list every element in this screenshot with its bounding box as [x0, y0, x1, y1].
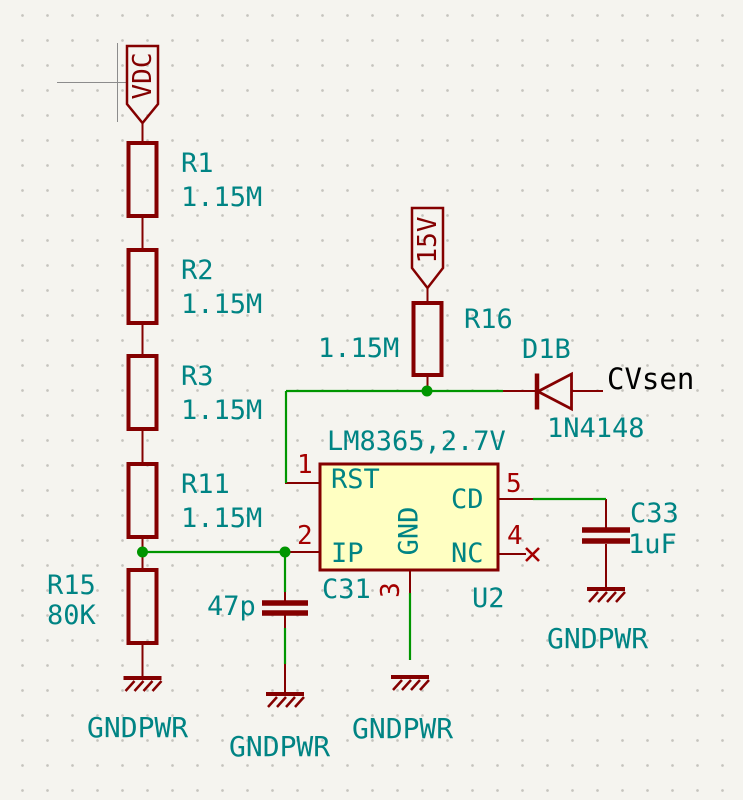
d1b-reference: D1B — [522, 334, 571, 365]
ic-u2-symbol[interactable] — [318, 462, 500, 572]
wires[interactable] — [142, 389, 607, 664]
pin-number-3: 3 — [376, 582, 406, 598]
r1-reference: R1 — [181, 148, 214, 179]
pin-name-gnd: GND — [393, 506, 425, 556]
c31-reference: C31 — [322, 574, 371, 605]
pin-number-2: 2 — [297, 521, 313, 551]
r16-value: 1.15M — [318, 333, 400, 364]
r3-reference: R3 — [181, 361, 214, 392]
ground-symbol-c33[interactable] — [587, 587, 626, 603]
ground-symbol-pin3[interactable] — [391, 675, 430, 691]
power-flag-vdc-label: VDC — [128, 52, 158, 100]
power-flag-vdc-symbol[interactable] — [125, 44, 160, 143]
u2-value: LM8365,2.7V — [327, 426, 506, 457]
r15-reference: R15 — [47, 570, 96, 601]
r16-reference: R16 — [464, 304, 513, 335]
d1b-value: 1N4148 — [547, 413, 645, 444]
pin-number-5: 5 — [506, 469, 522, 499]
resistor-r3-symbol[interactable] — [126, 354, 159, 431]
u2-reference: U2 — [472, 583, 505, 614]
c33-reference: C33 — [630, 498, 679, 529]
ground-label-c33: GNDPWR — [547, 622, 649, 655]
ground-label-pin3: GNDPWR — [352, 712, 454, 745]
r2-reference: R2 — [181, 255, 214, 286]
power-flag-15v-symbol[interactable] — [410, 206, 445, 303]
net-label-cvsen[interactable]: CVsen — [607, 362, 695, 396]
ground-symbol-c31[interactable] — [266, 692, 305, 708]
ground-label-c31: GNDPWR — [229, 730, 331, 763]
r11-reference: R11 — [181, 469, 230, 500]
diode-d1b-symbol[interactable] — [534, 371, 573, 412]
capacitor-c33-symbol[interactable] — [582, 527, 630, 544]
pin-number-4: 4 — [507, 521, 523, 551]
c33-value: 1uF — [628, 529, 677, 560]
pin-name-ip: IP — [331, 538, 364, 569]
pin-name-nc: NC — [451, 538, 484, 569]
resistor-r16-symbol[interactable] — [411, 301, 444, 377]
r15-value: 80K — [47, 600, 96, 631]
resistor-r2-symbol[interactable] — [126, 248, 159, 325]
r3-value: 1.15M — [181, 395, 263, 426]
pin-name-cd: CD — [451, 484, 484, 515]
pin-name-rst: RST — [331, 464, 380, 495]
ground-label-r15: GNDPWR — [87, 711, 189, 744]
r1-value: 1.15M — [181, 182, 263, 213]
ground-symbol-r15[interactable] — [123, 676, 163, 692]
resistor-r15-symbol[interactable] — [126, 568, 159, 645]
pin-number-1: 1 — [297, 450, 313, 480]
junction-dots — [137, 385, 433, 558]
capacitor-c31-symbol[interactable] — [262, 600, 308, 616]
r2-value: 1.15M — [181, 289, 263, 320]
resistor-r1-symbol[interactable] — [126, 141, 159, 218]
component-pins — [141, 216, 607, 692]
resistor-r11-symbol[interactable] — [126, 462, 159, 539]
r11-value: 1.15M — [181, 503, 263, 534]
power-flag-15v-label: 15V — [413, 216, 443, 264]
c31-value: 47p — [207, 591, 256, 622]
cursor-crosshair-icon — [57, 43, 127, 122]
no-connect-icon — [525, 547, 540, 562]
